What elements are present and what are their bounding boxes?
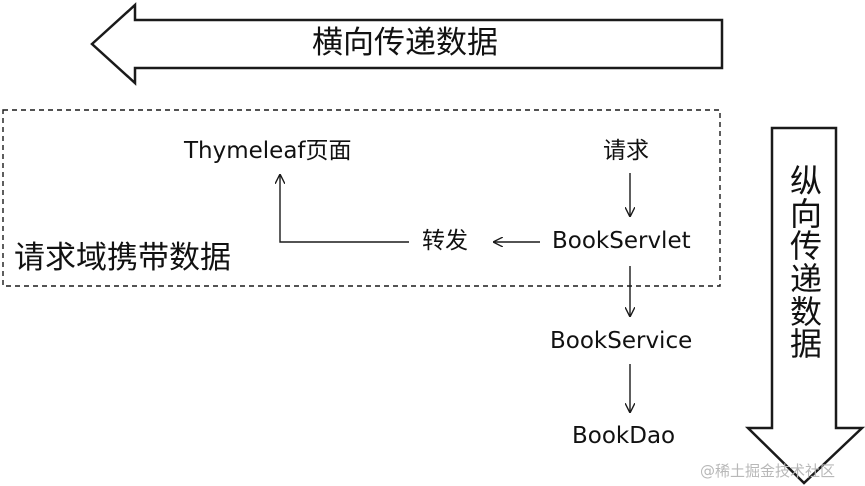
vertical-char: 传: [789, 227, 822, 266]
node-forward: 转发: [422, 228, 468, 254]
arrow-forward-to-thymeleaf: [280, 175, 409, 243]
node-request: 请求: [603, 138, 649, 164]
vertical-char: 向: [789, 194, 822, 233]
horizontal-block-arrow: [90, 2, 724, 86]
node-book-servlet: BookServlet: [552, 228, 691, 254]
node-thymeleaf-page: Thymeleaf页面: [184, 138, 352, 164]
vertical-arrow-label: 纵 向 传 递 数 据: [776, 165, 836, 361]
vertical-char: 纵: [789, 162, 822, 200]
request-scope-label: 请求域携带数据: [14, 240, 231, 276]
horizontal-arrow-label: 横向传递数据: [312, 25, 498, 61]
watermark: @稀土掘金技术社区: [700, 462, 836, 480]
vertical-char: 递: [789, 259, 822, 298]
vertical-block-arrow: [744, 126, 865, 485]
node-book-service: BookService: [550, 328, 693, 354]
vertical-char: 据: [789, 325, 822, 364]
vertical-char: 数: [789, 292, 822, 331]
request-scope-dashed-box: [2, 109, 721, 287]
node-book-dao: BookDao: [572, 423, 676, 449]
